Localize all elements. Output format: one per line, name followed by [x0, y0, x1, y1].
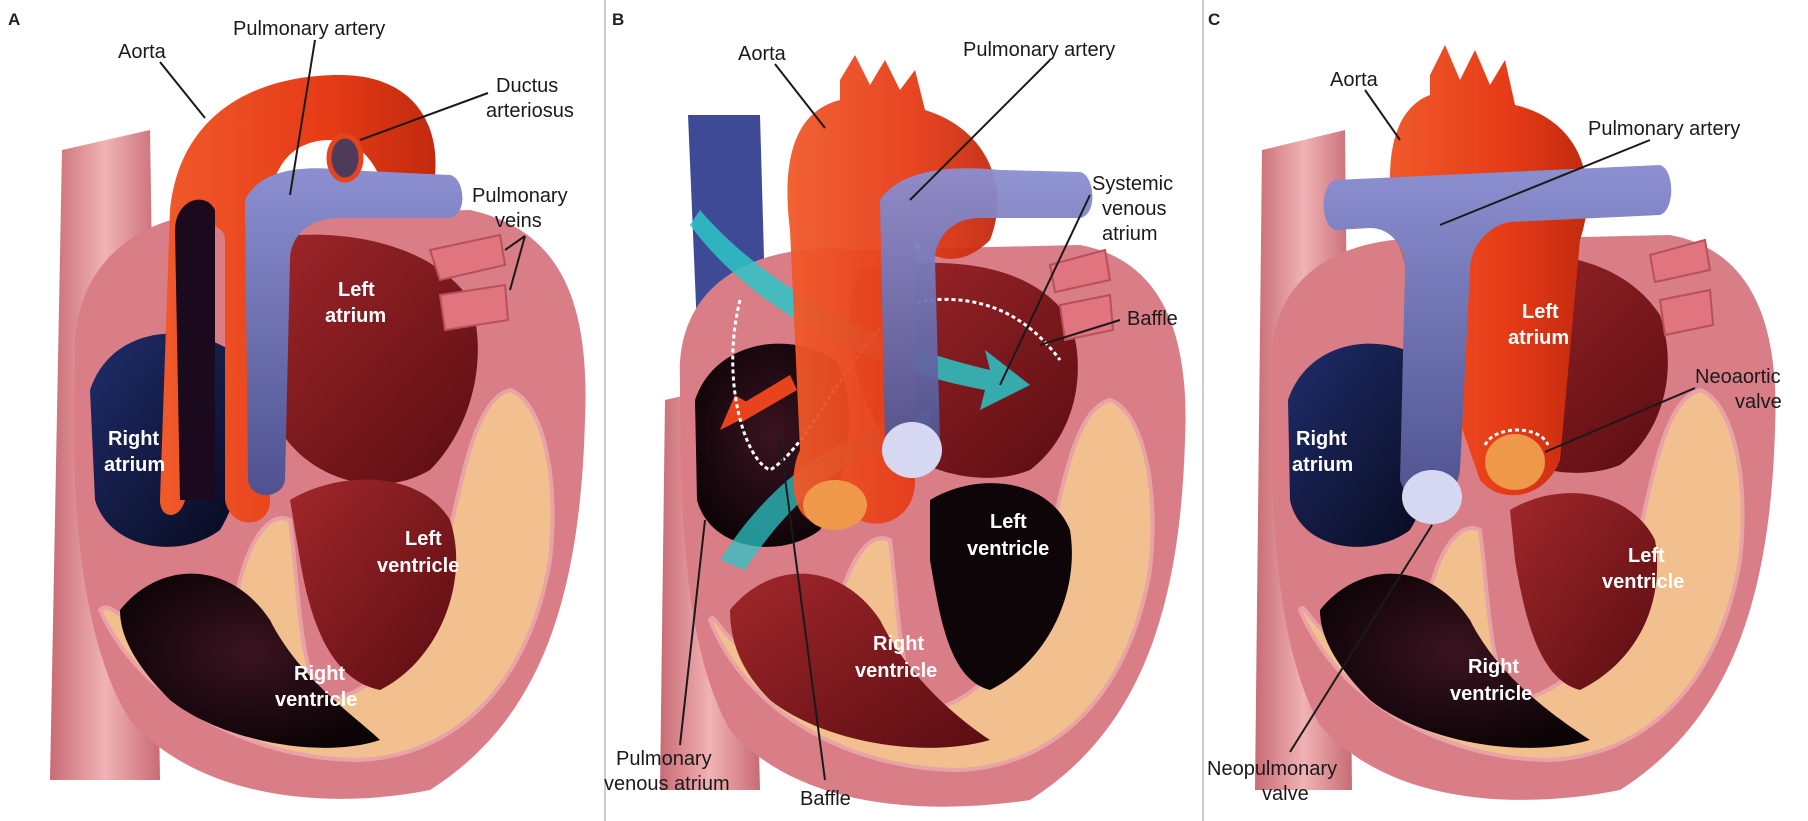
- label-right-ventricle-c-1: Right: [1468, 656, 1519, 678]
- label-left-ventricle-b-2: ventricle: [967, 538, 1049, 560]
- label-pulm-veins-a-2: veins: [495, 210, 542, 232]
- label-left-atrium-c-2: atrium: [1508, 327, 1569, 349]
- label-right-ventricle-c-2: ventricle: [1450, 683, 1532, 705]
- leader-aorta-c: [1365, 90, 1400, 140]
- label-neopulmonary-c-1: Neopulmonary: [1207, 758, 1337, 780]
- panel-b: B Aorta Pulmonary artery Systemic: [604, 10, 1186, 810]
- label-right-ventricle-b-2: ventricle: [855, 660, 937, 682]
- panel-letter-c: C: [1208, 10, 1220, 29]
- label-pulmonary-artery-b: Pulmonary artery: [963, 39, 1115, 61]
- label-ductus-a-2: arteriosus: [486, 100, 574, 122]
- neopulmonary-valve-c: [1402, 470, 1462, 524]
- label-aorta-c: Aorta: [1330, 69, 1379, 91]
- label-right-atrium-c-1: Right: [1296, 428, 1347, 450]
- label-left-ventricle-c-2: ventricle: [1602, 571, 1684, 593]
- label-right-atrium-a-1: Right: [108, 428, 159, 450]
- label-right-ventricle-a-2: ventricle: [275, 689, 357, 711]
- label-neopulmonary-c-2: valve: [1262, 783, 1309, 805]
- pulmonary-valve-b: [882, 422, 942, 478]
- label-pulmonary-artery-a: Pulmonary artery: [233, 18, 385, 40]
- label-right-atrium-c-2: atrium: [1292, 454, 1353, 476]
- label-systemic-b-1: Systemic: [1092, 173, 1173, 195]
- label-neoaortic-c-1: Neoaortic: [1695, 366, 1781, 388]
- label-pulm-venous-b-1: Pulmonary: [616, 748, 712, 770]
- neoaortic-valve-c: [1485, 434, 1545, 490]
- label-ductus-a-1: Ductus: [496, 75, 558, 97]
- label-left-ventricle-a-1: Left: [405, 528, 442, 550]
- label-right-ventricle-a-1: Right: [294, 663, 345, 685]
- panel-a: A Aorta Pulmonary artery Ductus arterios…: [8, 10, 586, 799]
- leader-aorta-a: [160, 62, 205, 118]
- aorta-lumen-a: [175, 200, 215, 500]
- label-right-atrium-a-2: atrium: [104, 454, 165, 476]
- label-baffle-b-right: Baffle: [1127, 308, 1178, 330]
- label-left-atrium-a-2: atrium: [325, 305, 386, 327]
- label-right-ventricle-b-1: Right: [873, 633, 924, 655]
- label-pulmonary-artery-c: Pulmonary artery: [1588, 118, 1740, 140]
- label-pulm-venous-b-2: venous atrium: [604, 773, 730, 795]
- label-systemic-b-3: atrium: [1102, 223, 1158, 245]
- label-pulm-veins-a-1: Pulmonary: [472, 185, 568, 207]
- panel-c: C Aorta Pulmonary artery Left atrium Neo…: [1207, 10, 1782, 805]
- ductus-arteriosus-a: [329, 136, 361, 180]
- panel-letter-a: A: [8, 10, 20, 29]
- label-left-atrium-c-1: Left: [1522, 301, 1559, 323]
- label-left-ventricle-c-1: Left: [1628, 545, 1665, 567]
- label-left-ventricle-a-2: ventricle: [377, 555, 459, 577]
- leader-aorta-b: [775, 64, 825, 128]
- label-left-atrium-a-1: Left: [338, 279, 375, 301]
- label-aorta-a: Aorta: [118, 41, 167, 63]
- label-neoaortic-c-2: valve: [1735, 391, 1782, 413]
- label-left-ventricle-b-1: Left: [990, 511, 1027, 533]
- panel-letter-b: B: [612, 10, 624, 29]
- aortic-valve-b: [803, 480, 867, 530]
- label-aorta-b: Aorta: [738, 43, 787, 65]
- label-baffle-b-bottom: Baffle: [800, 788, 851, 810]
- label-systemic-b-2: venous: [1102, 198, 1167, 220]
